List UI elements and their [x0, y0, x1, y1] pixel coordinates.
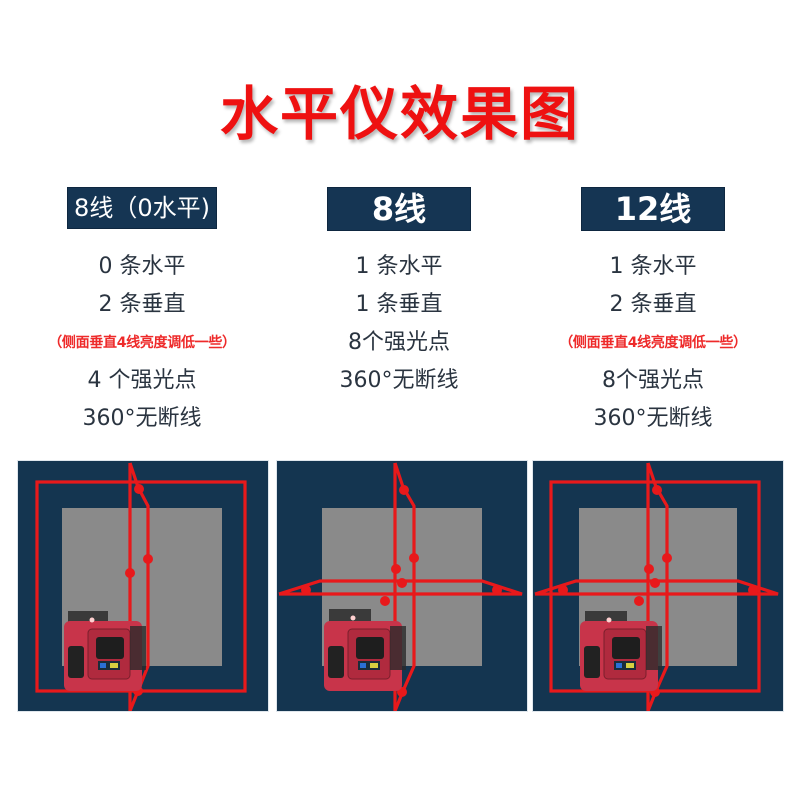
laser-projection-illustration: [534, 462, 779, 711]
illustration-8-line: [277, 461, 527, 711]
page-title: 水平仪效果图: [219, 80, 580, 148]
column-8-line-0-horizontal: 8线（0水平) 0 条水平 2 条垂直 （侧面垂直4线亮度调低一些） 4 个强光…: [12, 188, 272, 438]
spec-horizontal: 1 条水平: [609, 254, 697, 279]
spec-360: 360°无断线: [593, 406, 713, 431]
illustration-8-line-0-horizontal: [18, 461, 268, 711]
laser-level-device-icon: [580, 611, 662, 691]
spec-horizontal: 0 条水平: [98, 254, 186, 279]
bright-points-icon: [558, 485, 758, 697]
laser-projection-illustration: [278, 462, 523, 711]
column-header: 8线: [328, 188, 470, 230]
illustration-12-line: [533, 461, 783, 711]
spec-points: 8个强光点: [602, 368, 704, 393]
spec-360: 360°无断线: [82, 406, 202, 431]
column-header: 12线: [582, 188, 724, 230]
spec-vertical: 2 条垂直: [98, 292, 186, 317]
spec-vertical: 1 条垂直: [355, 292, 443, 317]
laser-projection-illustration: [35, 462, 247, 711]
spec-note: （侧面垂直4线亮度调低一些）: [48, 335, 236, 351]
spec-note: （侧面垂直4线亮度调低一些）: [559, 335, 747, 351]
laser-level-device-icon: [324, 609, 406, 691]
spec-list: 0 条水平 2 条垂直 （侧面垂直4线亮度调低一些） 4 个强光点 360°无断…: [12, 248, 272, 438]
spec-points: 4 个强光点: [87, 368, 197, 393]
spec-horizontal: 1 条水平: [355, 254, 443, 279]
spec-vertical: 2 条垂直: [609, 292, 697, 317]
spec-points: 8个强光点: [348, 330, 450, 355]
spec-list: 1 条水平 2 条垂直 （侧面垂直4线亮度调低一些） 8个强光点 360°无断线: [523, 248, 783, 438]
column-12-line: 12线 1 条水平 2 条垂直 （侧面垂直4线亮度调低一些） 8个强光点 360…: [523, 188, 783, 438]
laser-level-device-icon: [64, 611, 146, 691]
spec-list: 1 条水平 1 条垂直 8个强光点 360°无断线: [269, 248, 529, 400]
column-8-line: 8线 1 条水平 1 条垂直 8个强光点 360°无断线: [269, 188, 529, 400]
spec-360: 360°无断线: [339, 368, 459, 393]
column-header: 8线（0水平): [68, 188, 216, 228]
